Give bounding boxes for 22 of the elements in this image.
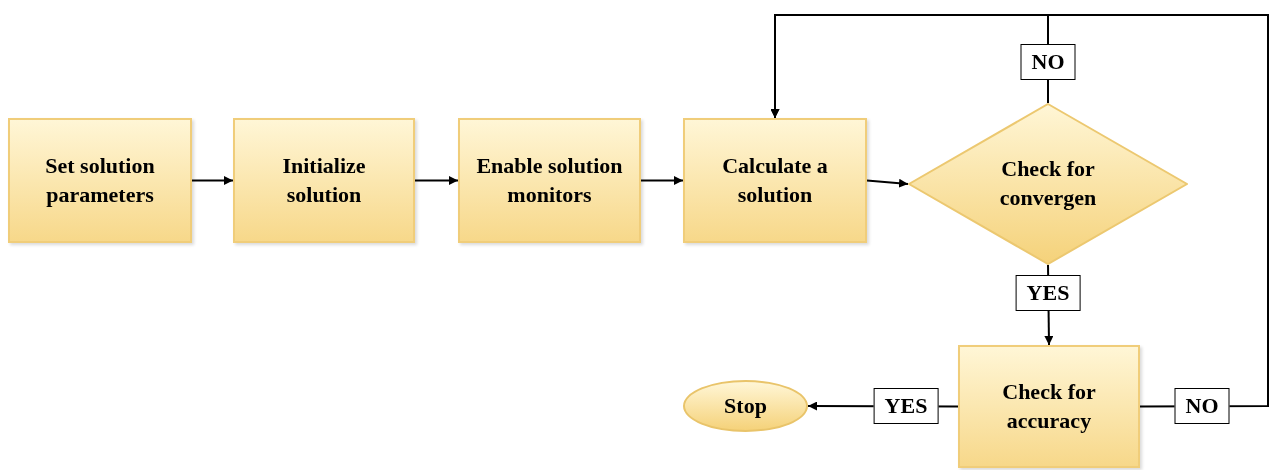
arrow (770, 14, 1269, 408)
edge-label: YES (873, 388, 939, 424)
edge-label: NO (1020, 44, 1076, 80)
node-label: Enable solution monitors (475, 151, 624, 209)
node-label: Initialize solution (281, 151, 367, 209)
process-box (458, 118, 641, 243)
process-box (8, 118, 192, 243)
process-box (683, 118, 867, 243)
arrow (640, 176, 684, 185)
arrow (866, 178, 909, 188)
node-label: Check for convergen (998, 155, 1098, 212)
process-box (958, 345, 1140, 468)
edge-label: NO (1174, 388, 1230, 424)
decision-diamond (908, 103, 1188, 265)
node-label: Set solution parameters (44, 151, 156, 209)
process-box (233, 118, 415, 243)
node-label: Check for accuracy (1001, 377, 1097, 435)
node-label: Calculate a solution (721, 151, 829, 209)
arrow (191, 176, 234, 185)
node-label: Stop (724, 391, 767, 420)
arrow (414, 176, 459, 185)
edge-label: YES (1015, 275, 1081, 311)
